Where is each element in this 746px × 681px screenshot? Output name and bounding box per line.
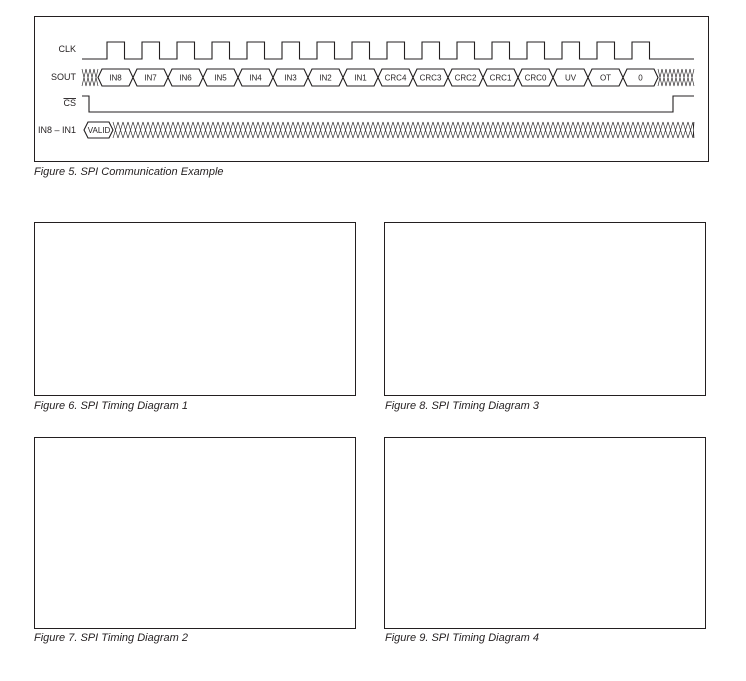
fig5-sout-cell-3: IN5: [214, 74, 227, 83]
fig5-sout-cell-2: IN6: [179, 74, 192, 83]
fig5-cs-wave: [82, 95, 694, 113]
fig5-in-valid-box: [83, 121, 114, 139]
fig5-clk-wave: [82, 41, 694, 60]
fig5-frame: [34, 16, 709, 162]
fig5-in-hatch: [112, 121, 695, 139]
fig5-sout-cell-15: 0: [638, 74, 643, 83]
fig5-sout-cell-14: OT: [600, 74, 611, 83]
fig5-in-label: IN8 – IN1: [38, 125, 76, 135]
fig7-frame: [34, 437, 356, 629]
fig5-sout-cell-13: UV: [565, 74, 577, 83]
fig5-sout-bus: [97, 68, 659, 87]
fig5-sout-cell-1: IN7: [144, 74, 157, 83]
fig5-sout-cell-8: CRC4: [385, 74, 407, 83]
fig5-sout-cell-9: CRC3: [420, 74, 442, 83]
fig5-sout-cell-7: IN1: [354, 74, 367, 83]
fig5-sout-cell-5: IN3: [284, 74, 297, 83]
fig5-sout-cell-11: CRC1: [490, 74, 512, 83]
fig9-caption: Figure 9. SPI Timing Diagram 4: [385, 632, 539, 644]
fig5-sout-hatch-right: [657, 68, 695, 87]
fig6-caption: Figure 6. SPI Timing Diagram 1: [34, 400, 188, 412]
fig8-frame: [384, 222, 706, 396]
fig5-sout-hatch-left: [81, 68, 99, 87]
fig5-sout-cell-0: IN8: [109, 74, 122, 83]
fig5-cs-label: CS: [63, 98, 76, 108]
fig5-sout-cell-4: IN4: [249, 74, 262, 83]
fig5-caption: Figure 5. SPI Communication Example: [34, 166, 224, 178]
fig5-sout-cell-6: IN2: [319, 74, 332, 83]
fig5-in-valid-label: VALID: [88, 126, 111, 135]
fig7-caption: Figure 7. SPI Timing Diagram 2: [34, 632, 188, 644]
fig5-sout-label: SOUT: [51, 72, 77, 82]
fig5-sout-cell-10: CRC2: [455, 74, 477, 83]
fig8-caption: Figure 8. SPI Timing Diagram 3: [385, 400, 539, 412]
fig9-frame: [384, 437, 706, 629]
fig5-clk-label: CLK: [58, 44, 76, 54]
fig5-sout-cell-12: CRC0: [525, 74, 547, 83]
fig6-frame: [34, 222, 356, 396]
